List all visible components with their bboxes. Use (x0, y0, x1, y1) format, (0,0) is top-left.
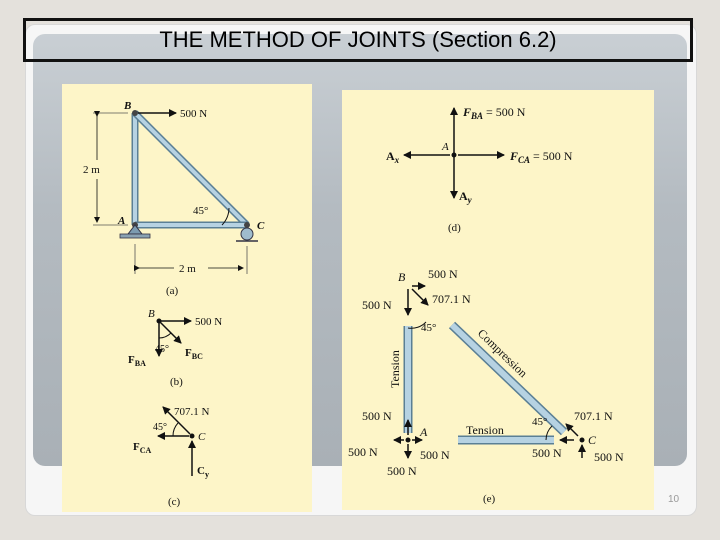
fig-e-c-left: 500 N (532, 446, 562, 460)
fig-a-label-b: B (123, 100, 131, 112)
fig-c-caption: (c) (168, 496, 181, 508)
truss-diagram-a: B A C 500 N 2 m 2 m 45° (a) (83, 100, 265, 297)
fig-e-label-a: A (419, 425, 428, 439)
fig-c-cy: Cy (197, 465, 209, 479)
slide-title: THE METHOD OF JOINTS (Section 6.2) (159, 27, 557, 52)
title-box: THE METHOD OF JOINTS (Section 6.2) (23, 18, 693, 62)
free-body-diagram-b: B 500 N 45° FBA FBC (b) (128, 308, 222, 388)
member-forces-diagram-e: B A C 500 N 500 N 707.1 N 45° 45° Tensio… (348, 267, 624, 505)
fig-c-label-c: C (198, 431, 206, 443)
fig-e-member-ac: Tension (466, 423, 504, 437)
fig-e-a-right: 500 N (420, 448, 450, 462)
fig-a-height: 2 m (83, 164, 100, 176)
fig-a-angle: 45° (193, 205, 208, 217)
fig-e-member-ab: Tension (388, 350, 402, 388)
fig-a-caption: (a) (166, 285, 179, 297)
right-figure-panel: FBA = 500 N FCA = 500 N A Ax Ay (d) (342, 90, 654, 510)
fig-a-label-c: C (257, 220, 265, 232)
fig-b-fbc: FBC (185, 347, 203, 361)
right-figure-svg: FBA = 500 N FCA = 500 N A Ax Ay (d) (348, 105, 624, 505)
fig-e-c-up: 500 N (594, 450, 624, 464)
fig-e-label-b: B (398, 270, 406, 284)
fig-d-label-a: A (441, 141, 449, 153)
fig-d-fca: FCA = 500 N (509, 149, 573, 165)
fig-d-fba: FBA = 500 N (462, 105, 526, 121)
fig-b-fba: FBA (128, 354, 146, 368)
fig-e-b-left: 500 N (362, 298, 392, 312)
free-body-diagram-c: 707.1 N 45° C FCA Cy (c) (133, 406, 210, 508)
left-figure-svg: B A C 500 N 2 m 2 m 45° (a) B 500 N 45° … (83, 100, 265, 508)
fig-e-label-c: C (588, 433, 597, 447)
fig-c-fca: FCA (133, 441, 152, 455)
fig-b-load: 500 N (195, 316, 222, 328)
fig-d-caption: (d) (448, 222, 461, 234)
fig-e-a-up: 500 N (362, 409, 392, 423)
fig-e-c-diag: 707.1 N (574, 409, 613, 423)
fig-b-caption: (b) (170, 376, 183, 388)
fig-b-angle: 45° (155, 344, 169, 355)
fig-e-caption: (e) (483, 493, 496, 505)
fig-d-ay: Ay (459, 189, 473, 205)
fig-a-width: 2 m (179, 263, 196, 275)
fig-d-ax: Ax (386, 149, 400, 165)
fig-e-a-down: 500 N (387, 464, 417, 478)
fig-a-label-a: A (117, 215, 125, 227)
free-body-diagram-d: FBA = 500 N FCA = 500 N A Ax Ay (d) (386, 105, 573, 234)
fig-c-force: 707.1 N (174, 406, 210, 418)
fig-c-angle: 45° (153, 422, 167, 433)
fig-e-a-left: 500 N (348, 445, 378, 459)
fig-a-load: 500 N (180, 108, 207, 120)
fig-e-load-top: 500 N (428, 267, 458, 281)
fig-b-label-b: B (148, 308, 155, 320)
fig-e-angle-b: 45° (421, 322, 436, 334)
fig-e-angle-c: 45° (532, 416, 547, 428)
left-figure-panel: B A C 500 N 2 m 2 m 45° (a) B 500 N 45° … (62, 84, 312, 512)
fig-e-b-diag: 707.1 N (432, 292, 471, 306)
page-number: 10 (668, 494, 680, 505)
